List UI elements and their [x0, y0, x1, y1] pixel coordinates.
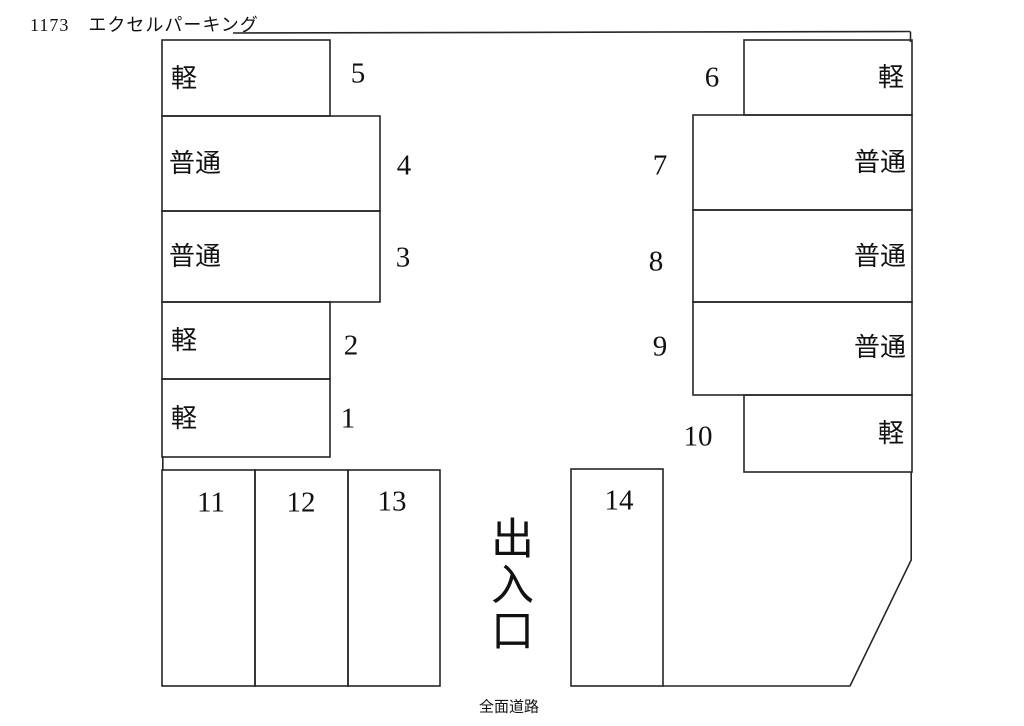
space-4-number: 4 — [396, 149, 412, 182]
space-4-type-label: 普通 — [169, 149, 222, 178]
space-10-number: 10 — [683, 420, 713, 453]
space-7-number: 7 — [652, 149, 668, 182]
space-5-outline — [161, 39, 331, 117]
space-2-number: 2 — [343, 329, 359, 362]
space-14-outline — [570, 468, 664, 687]
space-2-type-label: 軽 — [171, 326, 198, 355]
space-12-number: 12 — [286, 486, 316, 519]
space-9-type-label: 普通 — [853, 333, 906, 362]
lot-right-boundary-diagonal — [663, 472, 913, 687]
space-8-number: 8 — [648, 245, 664, 278]
space-3-type-label: 普通 — [169, 242, 222, 271]
space-13-number: 13 — [377, 485, 407, 518]
front-road-label: 全面道路 — [478, 699, 540, 716]
space-8-type-label: 普通 — [853, 242, 906, 271]
space-6-type-label: 軽 — [877, 63, 904, 92]
space-13-outline — [347, 469, 441, 687]
entrance-exit-label: 出入口 — [484, 516, 532, 654]
space-1-type-label: 軽 — [171, 404, 198, 433]
space-1-number: 1 — [340, 402, 356, 435]
space-6-number: 6 — [704, 61, 720, 94]
space-14-number: 14 — [604, 484, 634, 517]
space-3-number: 3 — [395, 241, 411, 274]
space-11-number: 11 — [197, 486, 225, 519]
space-7-type-label: 普通 — [853, 148, 906, 177]
space-10-type-label: 軽 — [877, 419, 904, 448]
space-5-type-label: 軽 — [171, 64, 198, 93]
page-title: 1173 エクセルパーキング — [30, 15, 259, 35]
space-5-number: 5 — [350, 57, 366, 90]
space-9-number: 9 — [652, 330, 668, 363]
lot-top-boundary-line — [232, 30, 911, 34]
space-10-outline — [743, 394, 913, 473]
